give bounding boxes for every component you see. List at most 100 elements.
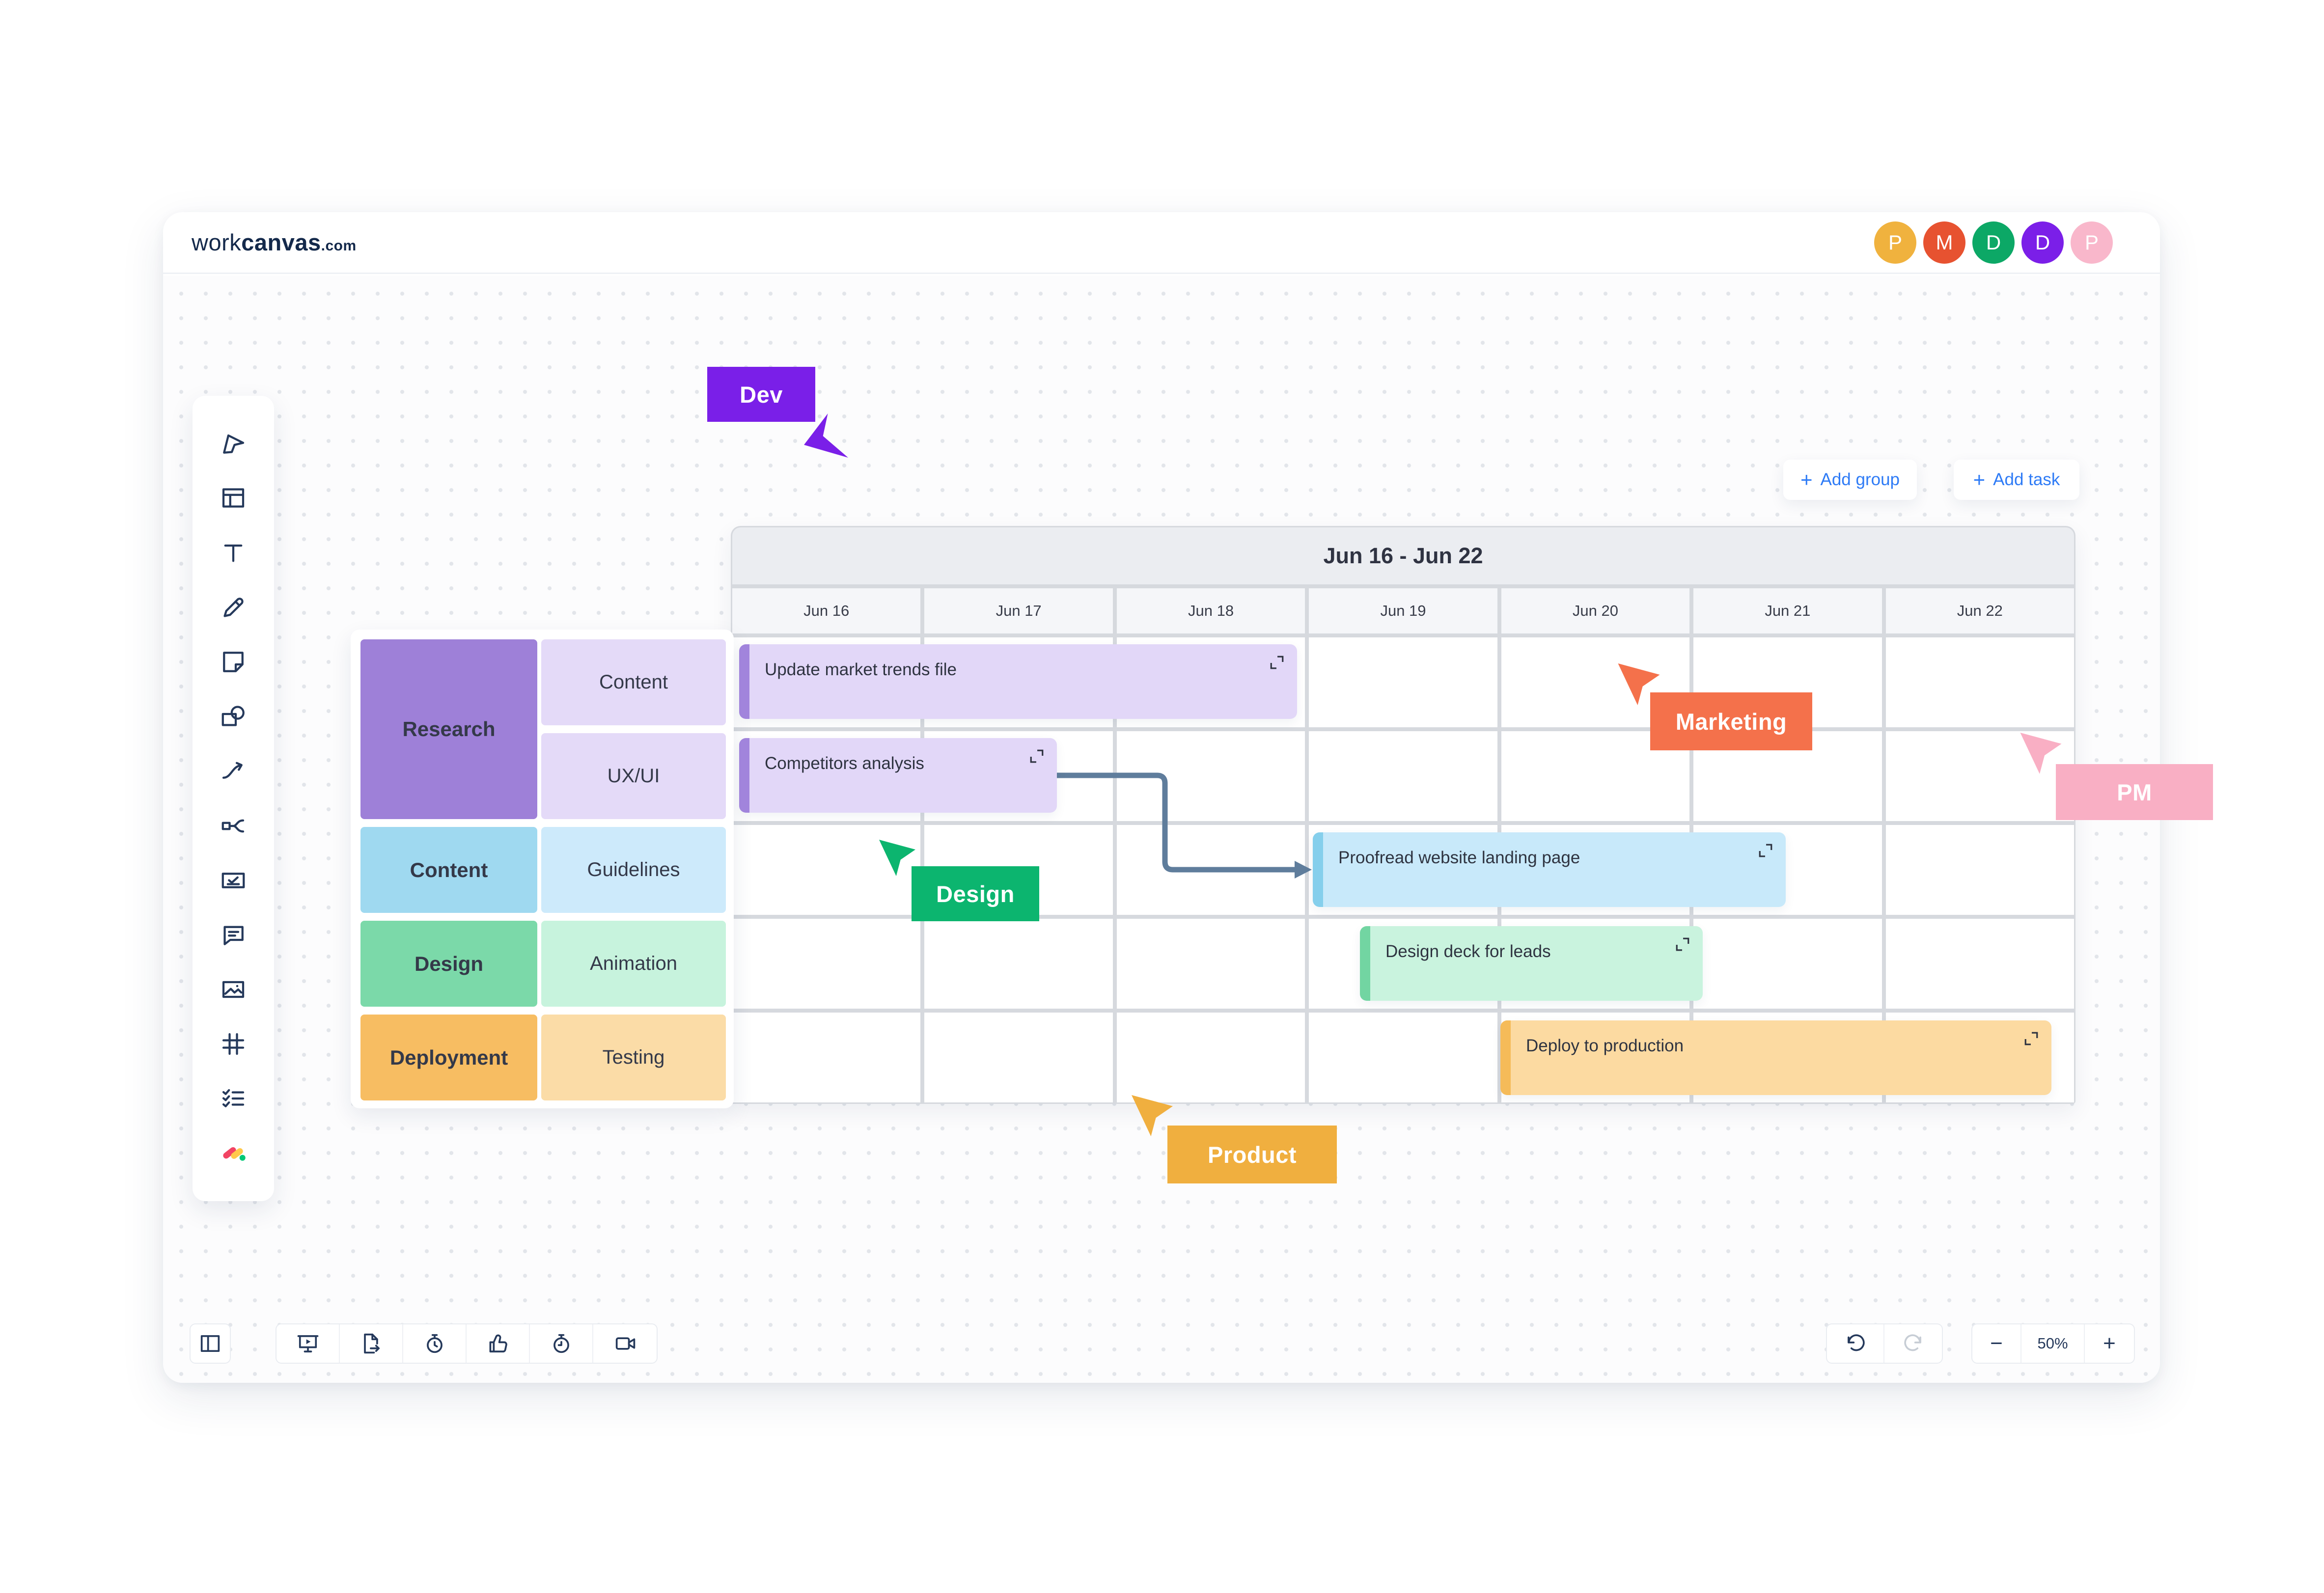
cursor-pointer-marketing	[1618, 663, 1660, 705]
task-proofread-landing-page[interactable]: Proofread website landing page	[1313, 832, 1786, 907]
date-cell: Jun 21	[1693, 588, 1882, 633]
task-stripe	[1313, 832, 1323, 907]
logo-work: work	[192, 229, 242, 255]
group-deployment[interactable]: Deployment	[360, 1015, 537, 1100]
titlebar: workcanvas.com P M D D P	[163, 212, 2160, 274]
add-group-button[interactable]: + Add group	[1783, 460, 1917, 500]
frame-tool-icon[interactable]	[218, 1028, 249, 1060]
image-tool-icon[interactable]	[218, 974, 249, 1005]
template-tool-icon[interactable]	[218, 482, 249, 514]
cursor-label-dev: Dev	[707, 367, 815, 422]
grid-cell	[1693, 919, 1882, 1009]
select-tool-icon[interactable]	[218, 428, 249, 459]
grid-cell	[1116, 825, 1305, 915]
avatar-group: P M D D P	[1874, 221, 2113, 264]
left-toolbar	[193, 396, 274, 1201]
task-stripe	[1360, 926, 1370, 1001]
present-icon[interactable]	[277, 1324, 340, 1363]
text-tool-icon[interactable]	[218, 537, 249, 569]
cursor-pointer-pm	[2020, 733, 2062, 774]
avatar[interactable]: M	[1923, 221, 1965, 264]
panels-icon[interactable]	[191, 1324, 230, 1363]
task-label: Competitors analysis	[765, 754, 924, 773]
date-cell: Jun 18	[1116, 588, 1305, 633]
mindmap-tool-icon[interactable]	[218, 810, 249, 842]
task-stripe	[1500, 1020, 1511, 1095]
task-label: Deploy to production	[1526, 1036, 1684, 1055]
gantt-date-row: Jun 16 Jun 17 Jun 18 Jun 19 Jun 20 Jun 2…	[732, 588, 2074, 633]
cursor-label-product: Product	[1167, 1126, 1337, 1183]
subgroup-content[interactable]: Content	[541, 639, 726, 725]
zoom-level-value: 50%	[2037, 1335, 2068, 1352]
monday-apps-icon[interactable]	[218, 1138, 249, 1169]
draw-tool-icon[interactable]	[218, 592, 249, 623]
subgroup-animation[interactable]: Animation	[541, 921, 726, 1007]
timer-icon[interactable]	[403, 1324, 467, 1363]
task-competitors-analysis[interactable]: Competitors analysis	[739, 738, 1057, 813]
zoom-out-button[interactable]: −	[1972, 1324, 2021, 1363]
minus-icon: −	[1990, 1331, 2003, 1355]
avatar[interactable]: P	[1874, 221, 1916, 264]
shapes-tool-icon[interactable]	[218, 701, 249, 732]
task-design-deck[interactable]: Design deck for leads	[1360, 926, 1703, 1001]
logo-canvas: canvas	[241, 229, 321, 255]
cursor-pointer-design	[879, 840, 915, 876]
grid-cell	[1116, 1013, 1305, 1102]
subgroup-uxui[interactable]: UX/UI	[541, 733, 726, 819]
add-group-label: Add group	[1820, 470, 1900, 489]
gantt-widget: Jun 16 - Jun 22 Jun 16 Jun 17 Jun 18 Jun…	[731, 526, 2075, 1104]
task-label: Proofread website landing page	[1338, 848, 1580, 867]
grid-cell	[732, 1013, 921, 1102]
avatar[interactable]: D	[1972, 221, 2015, 264]
subgroup-guidelines[interactable]: Guidelines	[541, 827, 726, 913]
undo-redo-group	[1826, 1323, 1943, 1364]
record-icon[interactable]	[593, 1324, 657, 1363]
task-update-market-trends[interactable]: Update market trends file	[739, 644, 1297, 719]
grid-cell	[732, 919, 921, 1009]
expand-icon[interactable]	[1674, 936, 1691, 953]
zoom-control: − 50% +	[1971, 1323, 2135, 1364]
cursor-pointer-product	[1132, 1095, 1173, 1136]
zoom-in-button[interactable]: +	[2085, 1324, 2134, 1363]
cursor-label-pm: PM	[2056, 764, 2213, 820]
plus-icon: +	[1973, 468, 1986, 491]
sticky-note-tool-icon[interactable]	[218, 646, 249, 678]
plus-icon: +	[2103, 1331, 2116, 1355]
undo-button[interactable]	[1827, 1324, 1885, 1363]
history-timer-icon[interactable]	[530, 1324, 593, 1363]
date-cell: Jun 20	[1501, 588, 1690, 633]
date-cell: Jun 19	[1309, 588, 1497, 633]
export-icon[interactable]	[340, 1324, 403, 1363]
grid-cell	[924, 919, 1113, 1009]
expand-icon[interactable]	[1757, 842, 1774, 859]
grid-cell	[1885, 825, 2074, 915]
task-label: Update market trends file	[765, 660, 957, 679]
approve-icon[interactable]	[467, 1324, 530, 1363]
avatar[interactable]: P	[2071, 221, 2113, 264]
gantt-week-title: Jun 16 - Jun 22	[732, 527, 2074, 584]
grid-cell	[1116, 919, 1305, 1009]
group-research[interactable]: Research	[360, 639, 537, 819]
panels-toggle-button[interactable]	[190, 1323, 231, 1364]
expand-icon[interactable]	[1269, 654, 1285, 671]
comment-tool-icon[interactable]	[218, 919, 249, 951]
cursor-label-marketing: Marketing	[1650, 692, 1812, 750]
add-task-label: Add task	[1993, 470, 2060, 489]
vote-tool-icon[interactable]	[218, 865, 249, 896]
connector-tool-icon[interactable]	[218, 755, 249, 787]
add-task-button[interactable]: + Add task	[1954, 460, 2079, 500]
group-content[interactable]: Content	[360, 827, 537, 913]
grid-cell	[1309, 1013, 1497, 1102]
subgroup-testing[interactable]: Testing	[541, 1015, 726, 1100]
group-design[interactable]: Design	[360, 921, 537, 1007]
avatar[interactable]: D	[2021, 221, 2064, 264]
zoom-level: 50%	[2021, 1324, 2085, 1363]
expand-icon[interactable]	[1028, 748, 1045, 765]
checklist-tool-icon[interactable]	[218, 1083, 249, 1114]
redo-button[interactable]	[1884, 1324, 1942, 1363]
expand-icon[interactable]	[2023, 1030, 2040, 1047]
date-cell: Jun 22	[1885, 588, 2074, 633]
grid-cell	[1309, 731, 1497, 821]
task-deploy-production[interactable]: Deploy to production	[1500, 1020, 2051, 1095]
